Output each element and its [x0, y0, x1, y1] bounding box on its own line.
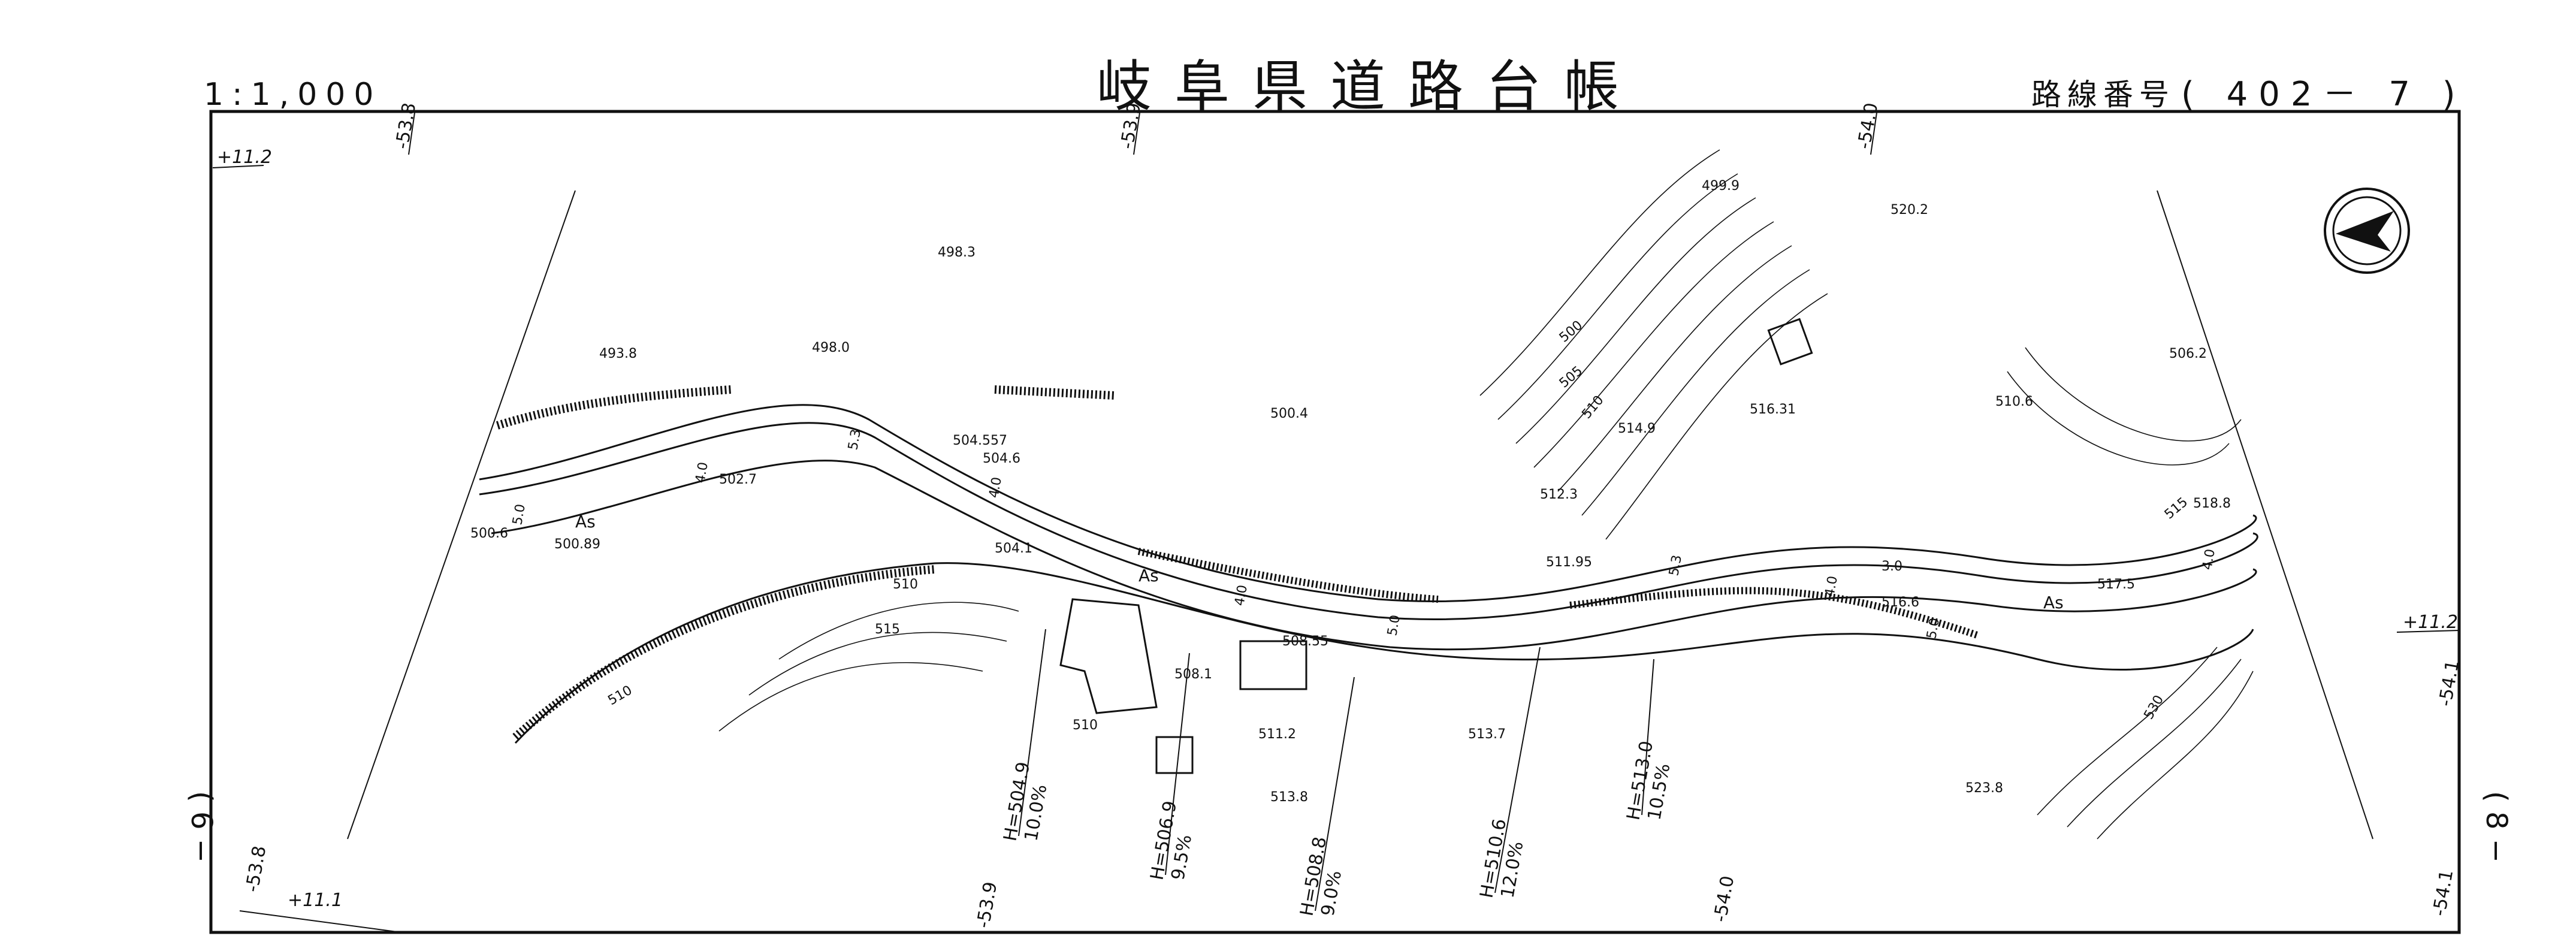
- frame-tick-left-top: +11.2: [217, 147, 272, 168]
- spot-height: 504.557: [953, 433, 1007, 448]
- road-width: 4.0: [986, 476, 1005, 499]
- frame-tick-bottom-2: -53.9: [973, 880, 1001, 930]
- contour-label: 510: [1073, 718, 1098, 733]
- road-widths: 4.0 5.0 5.3 4.0 4.0 5.0 5.3 4.0 4.0 5.0 …: [510, 428, 2218, 640]
- road-width: 4.0: [693, 461, 711, 484]
- spot-height: 498.0: [812, 340, 850, 355]
- road-width: 4.0: [2200, 548, 2218, 571]
- spot-height: 502.7: [719, 472, 757, 487]
- contour-label: 505: [1557, 363, 1586, 391]
- road-width: 3.0: [1882, 559, 1902, 574]
- frame-tick-top-2: -53.9: [1116, 101, 1145, 151]
- spot-height: 512.3: [1540, 487, 1578, 502]
- spot-height: 493.8: [599, 346, 637, 361]
- frame-tick-top-1: -53.8: [391, 101, 420, 151]
- spot-height: 506.2: [2169, 346, 2207, 361]
- frame-tick-bottom-1: -53.8: [241, 844, 270, 894]
- road-width: 5.3: [845, 428, 864, 451]
- spot-height: 504.1: [995, 541, 1032, 556]
- contour-label: 515: [2162, 494, 2191, 522]
- spot-height: 516.31: [1750, 402, 1796, 417]
- spot-height: 508.1: [1174, 667, 1212, 682]
- buildings: [1059, 318, 1813, 774]
- road-width: 4.0: [1232, 584, 1251, 607]
- frame-tick-bottom-4: -54.1: [2429, 868, 2457, 918]
- road-width: 5.0: [1385, 614, 1403, 637]
- contour-label: 510: [893, 577, 918, 592]
- spot-height: 511.95: [1546, 555, 1592, 570]
- frame-tick-right-1: +11.2: [2403, 612, 2458, 633]
- sheet-right-label: ( 8 −: [2480, 791, 2513, 863]
- frame-tick-bottom-3: -54.0: [1710, 874, 1738, 924]
- contour-lines: [718, 149, 2254, 840]
- surface-label-2: As: [1138, 566, 1159, 585]
- spot-height: 514.9: [1618, 421, 1656, 436]
- contour-label: 510: [606, 683, 635, 709]
- sheet-left-label: ( 6 −: [185, 791, 218, 863]
- contour-labels: 500 505 510 510 515 510 530 515 510: [606, 318, 2191, 733]
- route-label: 路線番号: [2031, 77, 2175, 112]
- retaining-walls: [496, 385, 1979, 741]
- map-frame: [209, 110, 2461, 934]
- spot-height: 516.6: [1882, 595, 1919, 610]
- spot-height: 504.6: [983, 451, 1020, 466]
- north-arrow-icon: [2324, 188, 2410, 274]
- spot-height: 508.55: [1282, 634, 1328, 649]
- spot-height: 511.2: [1258, 727, 1296, 742]
- spot-height: 518.8: [2193, 496, 2231, 511]
- road-width: 4.0: [1822, 575, 1841, 598]
- spot-height: 517.5: [2097, 577, 2135, 592]
- grade-leader-lines: [1018, 629, 1654, 911]
- route-number: ( 402－ 7 ): [2181, 75, 2466, 114]
- spot-height: 500.89: [554, 537, 600, 552]
- spot-height: 513.7: [1468, 727, 1506, 742]
- surface-label-3: As: [2043, 593, 2064, 612]
- spot-height: 513.8: [1270, 790, 1308, 805]
- contour-label: 510: [1579, 393, 1606, 422]
- spot-height: 500.4: [1270, 406, 1308, 421]
- map-scale: 1:1,000: [204, 77, 382, 113]
- surface-label-1: As: [575, 512, 596, 532]
- road-width: 5.0: [1924, 617, 1943, 640]
- map-title: 岐阜県道路台帳: [1097, 55, 1642, 119]
- road-width: 5.0: [510, 503, 529, 526]
- spot-height: 523.8: [1965, 781, 2003, 796]
- contour-label: 515: [875, 622, 900, 637]
- spot-height: 498.3: [938, 245, 976, 260]
- road-width: 5.3: [1666, 554, 1685, 577]
- frame-tick-top-3: -54.0: [1853, 101, 1882, 151]
- spot-height: 500.6: [470, 526, 508, 541]
- contour-label: 500: [1557, 318, 1586, 345]
- spot-height: 510.6: [1995, 394, 2033, 409]
- grade-labels: H=504.9 10.0% H=506.9 9.5% H=508.8 9.0% …: [999, 739, 1674, 918]
- spot-heights: 498.3 498.0 493.8 500.4 499.9 520.2 506.…: [470, 179, 2231, 805]
- frame-tick-left-bottom: +11.1: [288, 890, 343, 911]
- spot-height: 499.9: [1702, 179, 1740, 194]
- road-outline: [479, 404, 2258, 744]
- spot-height: 520.2: [1891, 203, 1928, 218]
